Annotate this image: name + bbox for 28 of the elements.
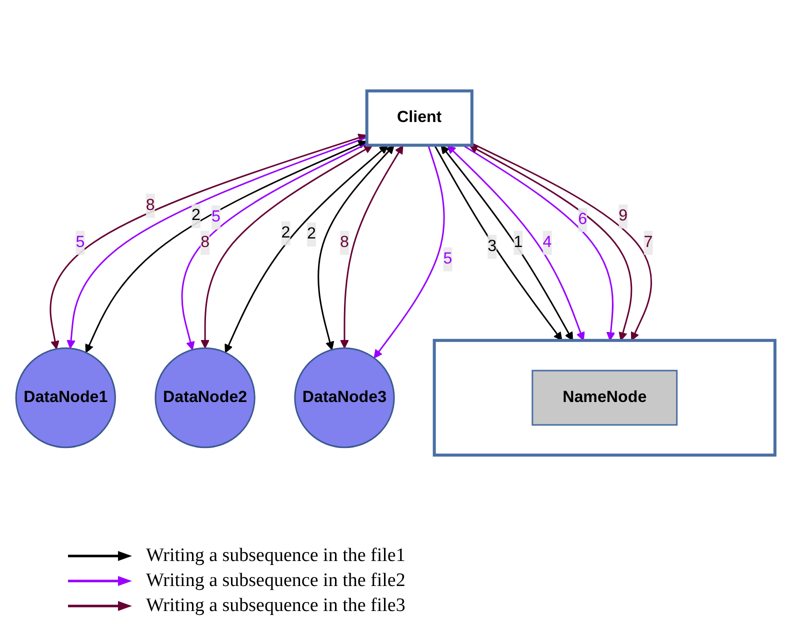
node-circle: DataNode3 <box>294 347 395 448</box>
edge-label: 2 <box>281 224 290 242</box>
edge-label: 8 <box>200 234 210 251</box>
legend-text: Writing a subsequence in the file1 <box>146 545 406 567</box>
legend-text: Writing a subsequence in the file2 <box>146 570 406 592</box>
node-box: NameNode <box>532 370 678 426</box>
edge-label: 8 <box>146 196 155 214</box>
edge-label: 8 <box>340 234 349 251</box>
edge-label: 7 <box>644 234 653 251</box>
arrow <box>318 145 394 350</box>
edge-label: 4 <box>542 234 552 251</box>
edge-label: 5 <box>211 208 220 226</box>
edge-label: 2 <box>192 207 200 224</box>
edge-label: 1 <box>514 234 523 251</box>
arrow <box>374 145 445 358</box>
edge-label: 2 <box>306 226 316 243</box>
edge-label: 5 <box>76 234 85 251</box>
edge-label: 5 <box>443 250 452 268</box>
node-box: Client <box>365 89 474 147</box>
arrow <box>224 145 388 353</box>
node-circle: DataNode2 <box>154 347 256 448</box>
legend-text: Writing a subsequence in the file3 <box>146 595 406 617</box>
node-circle: DataNode1 <box>15 347 116 448</box>
arrow <box>340 145 404 349</box>
cluster <box>432 338 776 457</box>
edge-label: 3 <box>488 238 497 255</box>
edge-label: 9 <box>618 208 628 225</box>
edge-label: 6 <box>578 210 588 228</box>
